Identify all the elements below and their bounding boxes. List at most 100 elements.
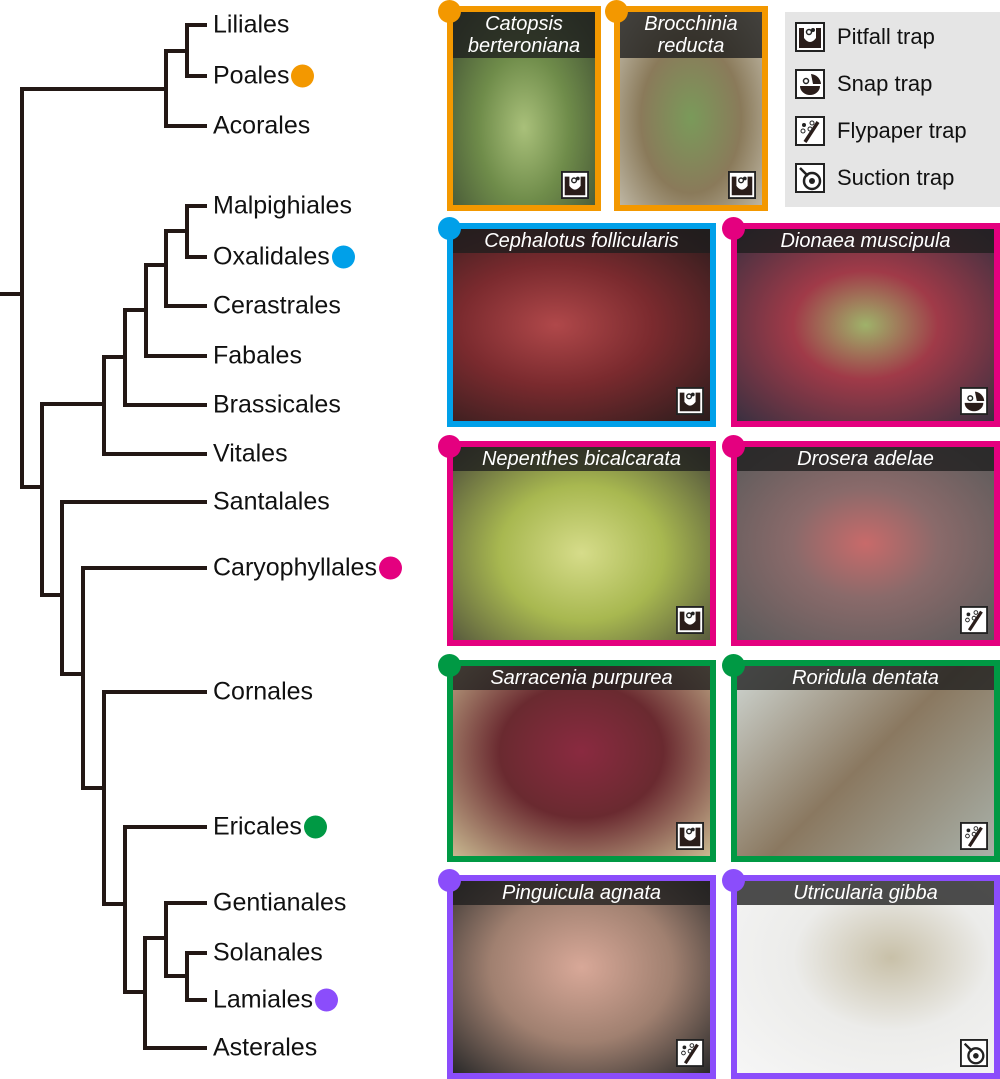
species-panel-catopsis-berteroniana: Catopsis berteroniana — [447, 6, 601, 211]
plant-photo — [453, 881, 710, 1073]
species-panel-nepenthes-bicalcarata: Nepenthes bicalcarata — [447, 441, 716, 646]
legend-label: Suction trap — [837, 165, 955, 190]
flypaper-trap-icon — [960, 822, 988, 850]
tree-leaf-oxalidales: Oxalidales — [213, 242, 355, 271]
clade-color-dot — [438, 435, 461, 458]
leaf-label: Gentianales — [213, 888, 347, 917]
leaf-label: Poales — [213, 61, 290, 90]
suction-trap-icon — [960, 1039, 988, 1067]
clade-color-dot — [722, 654, 745, 677]
species-name: Catopsis berteroniana — [453, 12, 595, 58]
species-panel-brocchinia-reducta: Brocchinia reducta — [614, 6, 768, 211]
trap-origin-dot — [331, 245, 355, 269]
legend-item-snap: Snap trap — [795, 69, 932, 99]
species-name: Drosera adelae — [737, 447, 994, 471]
clade-color-dot — [722, 435, 745, 458]
snap-trap-icon — [960, 387, 988, 415]
clade-color-dot — [722, 217, 745, 240]
leaf-label: Fabales — [213, 341, 302, 370]
leaf-label: Liliales — [213, 10, 290, 39]
plant-photo — [737, 229, 994, 421]
leaf-label: Ericales — [213, 812, 302, 841]
species-panel-utricularia-gibba: Utricularia gibba — [731, 875, 1000, 1079]
plant-photo — [737, 881, 994, 1073]
legend-item-flypaper: Flypaper trap — [795, 116, 967, 146]
pitfall-trap-icon — [676, 606, 704, 634]
pitfall-trap-icon — [728, 171, 756, 199]
legend-label: Snap trap — [837, 71, 933, 96]
clade-color-dot — [438, 0, 461, 23]
leaf-label: Oxalidales — [213, 242, 330, 271]
species-panel-dionaea-muscipula: Dionaea muscipula — [731, 223, 1000, 427]
plant-photo — [453, 229, 710, 421]
leaf-label: Acorales — [213, 111, 311, 140]
tree-leaf-santalales: Santalales — [213, 487, 330, 516]
species-panel-roridula-dentata: Roridula dentata — [731, 660, 1000, 862]
pitfall-trap-icon — [676, 822, 704, 850]
leaf-label: Malpighiales — [213, 191, 352, 220]
phylogenetic-tree — [0, 23, 207, 1050]
clade-color-dot — [605, 0, 628, 23]
species-name: Pinguicula agnata — [453, 881, 710, 905]
legend-label: Pitfall trap — [837, 24, 935, 49]
tree-leaf-lamiales: Lamiales — [213, 985, 339, 1014]
tree-leaf-poales: Poales — [213, 61, 315, 90]
trap-origin-dot — [303, 815, 327, 839]
leaf-label: Santalales — [213, 487, 330, 516]
tree-leaf-acorales: Acorales — [213, 111, 311, 140]
tree-leaf-brassicales: Brassicales — [213, 390, 341, 419]
tree-leaf-cerastrales: Cerastrales — [213, 291, 341, 320]
tree-leaf-gentianales: Gentianales — [213, 888, 347, 917]
snap-trap-icon — [795, 69, 825, 99]
species-panel-cephalotus-follicularis: Cephalotus follicularis — [447, 223, 716, 427]
species-name: Cephalotus follicularis — [453, 229, 710, 253]
leaf-label: Cerastrales — [213, 291, 341, 320]
tree-leaf-solanales: Solanales — [213, 938, 323, 967]
leaf-label: Vitales — [213, 439, 288, 468]
tree-leaf-liliales: Liliales — [213, 10, 290, 39]
trap-origin-dot — [378, 556, 402, 580]
flypaper-trap-icon — [960, 606, 988, 634]
leaf-label: Cornales — [213, 677, 314, 706]
plant-photo — [737, 666, 994, 856]
species-name: Utricularia gibba — [737, 881, 994, 905]
tree-leaf-vitales: Vitales — [213, 439, 288, 468]
species-panel-drosera-adelae: Drosera adelae — [731, 441, 1000, 646]
tree-leaf-ericales: Ericales — [213, 812, 327, 841]
plant-photo — [453, 447, 710, 640]
leaf-label: Solanales — [213, 938, 323, 967]
legend-label: Flypaper trap — [837, 118, 967, 143]
leaf-label: Brassicales — [213, 390, 341, 419]
species-name: Roridula dentata — [737, 666, 994, 690]
tree-leaf-malpighiales: Malpighiales — [213, 191, 352, 220]
species-panel-pinguicula-agnata: Pinguicula agnata — [447, 875, 716, 1079]
species-name: Brocchinia reducta — [620, 12, 762, 58]
suction-trap-icon — [795, 163, 825, 193]
clade-color-dot — [438, 654, 461, 677]
leaf-label: Lamiales — [213, 985, 314, 1014]
flypaper-trap-icon — [676, 1039, 704, 1067]
species-name: Dionaea muscipula — [737, 229, 994, 253]
trap-origin-dot — [291, 64, 315, 88]
leaf-label: Caryophyllales — [213, 553, 377, 582]
pitfall-trap-icon — [676, 387, 704, 415]
legend-item-suction: Suction trap — [795, 163, 954, 193]
trap-origin-dot — [315, 988, 339, 1012]
tree-leaf-asterales: Asterales — [213, 1035, 317, 1061]
plant-photo — [737, 447, 994, 640]
flypaper-trap-icon — [795, 116, 825, 146]
tree-leaf-fabales: Fabales — [213, 341, 302, 370]
species-name: Sarracenia purpurea — [453, 666, 710, 690]
pitfall-trap-icon — [561, 171, 589, 199]
tree-leaf-caryophyllales: Caryophyllales — [213, 553, 402, 582]
clade-color-dot — [438, 869, 461, 892]
species-panel-sarracenia-purpurea: Sarracenia purpurea — [447, 660, 716, 862]
clade-color-dot — [722, 869, 745, 892]
pitfall-trap-icon — [795, 22, 825, 52]
clade-color-dot — [438, 217, 461, 240]
tree-leaf-cornales: Cornales — [213, 677, 314, 706]
species-name: Nepenthes bicalcarata — [453, 447, 710, 471]
legend-item-pitfall: Pitfall trap — [795, 22, 935, 52]
plant-photo — [453, 666, 710, 856]
